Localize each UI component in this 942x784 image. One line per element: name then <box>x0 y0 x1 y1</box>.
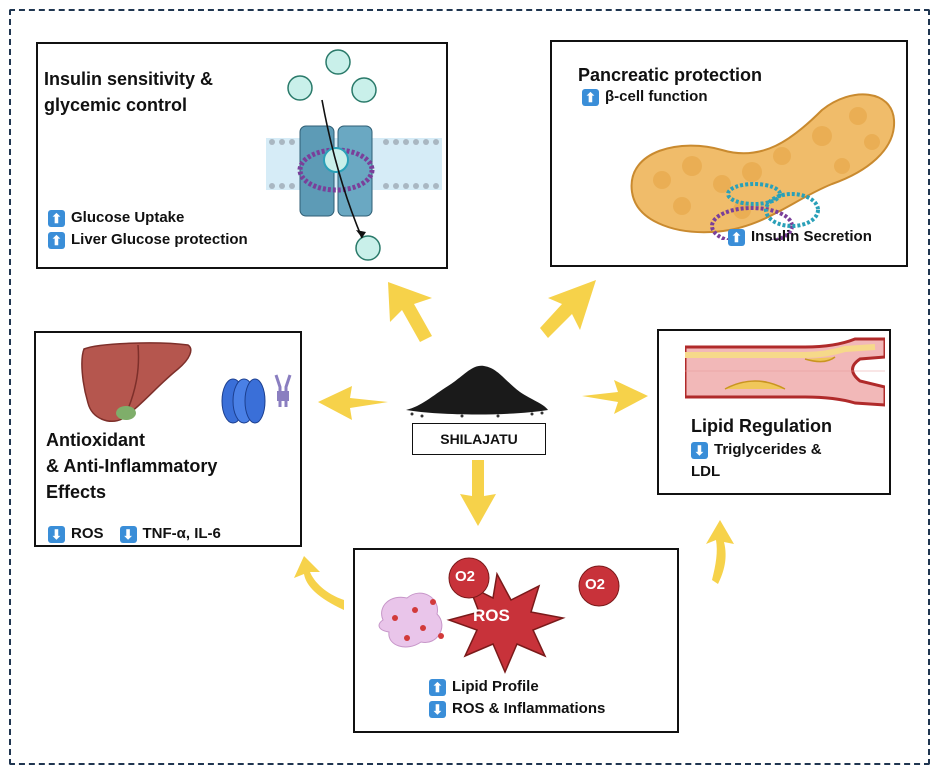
up-arrow-icon: ⬆ <box>429 678 446 696</box>
receptor-icon <box>274 374 292 407</box>
glucose-transporter-illustration <box>266 49 442 261</box>
lipid-regulation-box: Lipid Regulation ⬇ Triglycerides & LDL <box>657 329 891 495</box>
superoxide-icon <box>578 565 620 607</box>
o2-label-a: O2 <box>455 568 476 585</box>
lipid-item-label-line1: Triglycerides & <box>714 441 822 458</box>
pancreatic-title: Pancreatic protection <box>578 65 763 85</box>
up-arrow-icon: ⬆ <box>582 88 599 106</box>
antioxidant-item-cytokines-label: TNF-α, IL-6 <box>142 525 221 542</box>
arrow-to-insulin-icon <box>388 282 432 342</box>
pancreas-illustration <box>630 93 896 240</box>
pancreatic-item-1-label: β-cell function <box>605 88 708 105</box>
ros-illustration <box>378 557 620 674</box>
artery-plaque-illustration <box>685 337 885 407</box>
antioxidant-item-ros-label: ROS <box>71 525 104 542</box>
pancreatic-item-2-label: Insulin Secretion <box>751 228 872 245</box>
insulin-title-line2: glycemic control <box>44 95 188 115</box>
insulin-sensitivity-box: Insulin sensitivity & glycemic control ⬆… <box>36 42 448 269</box>
down-arrow-icon: ⬇ <box>691 441 708 459</box>
lipid-item: ⬇ Triglycerides & <box>691 439 822 461</box>
lipid-item-line2: LDL <box>691 463 721 480</box>
antioxidant-title-line1: Antioxidant <box>46 430 145 450</box>
pancreatic-item-1: ⬆ β-cell function <box>582 86 708 108</box>
arrow-ros-to-lipid-icon <box>706 520 734 584</box>
superoxide-icon <box>448 557 490 599</box>
pancreatic-protection-box: Pancreatic protection ⬆ β-cell function … <box>550 40 908 267</box>
insulin-item-2-label: Liver Glucose protection <box>71 231 248 248</box>
arrow-to-lipid-icon <box>582 380 648 414</box>
dashed-frame <box>9 9 930 765</box>
insulin-item-2: ⬆ Liver Glucose protection <box>48 229 248 251</box>
inflamed-cell-icon <box>378 592 444 648</box>
ros-item-1-label: Lipid Profile <box>452 678 539 695</box>
up-arrow-icon: ⬆ <box>728 228 745 246</box>
ros-item-1: ⬆ Lipid Profile <box>429 676 539 698</box>
insulin-title-line1: Insulin sensitivity & <box>44 69 214 89</box>
up-arrow-icon: ⬆ <box>48 231 65 249</box>
pancreatic-item-2: ⬆ Insulin Secretion <box>728 226 872 248</box>
arrow-to-antioxidant-icon <box>318 386 388 420</box>
antioxidant-title-line2: & Anti-Inflammatory <box>46 456 218 476</box>
shilajatu-powder-illustration <box>406 365 548 418</box>
antioxidant-box: Antioxidant & Anti-Inflammatory Effects … <box>34 331 302 547</box>
shilajatu-label: SHILAJATU <box>412 423 546 455</box>
up-arrow-icon: ⬆ <box>48 209 65 227</box>
lipid-title: Lipid Regulation <box>691 416 832 436</box>
protein-complex-icon <box>221 378 266 424</box>
insulin-item-1-label: Glucose Uptake <box>71 209 185 226</box>
down-arrow-icon: ⬇ <box>119 525 137 543</box>
down-arrow-icon: ⬇ <box>48 525 65 543</box>
antioxidant-title-line3: Effects <box>46 482 107 502</box>
ros-box: ROS O2 O2 ⬆ Lipid Profile ⬇ ROS & Inflam… <box>353 548 679 733</box>
ros-star-shape <box>446 571 566 674</box>
arrow-to-pancreatic-icon <box>540 280 596 338</box>
insulin-item-1: ⬆ Glucose Uptake <box>48 207 184 229</box>
antioxidant-items: ⬇ ROS ⬇ TNF-α, IL-6 <box>48 523 221 545</box>
arrow-ros-to-antioxidant-icon <box>294 556 344 610</box>
ros-item-2: ⬇ ROS & Inflammations <box>429 698 605 720</box>
liver-icon <box>81 342 192 423</box>
o2-label-b: O2 <box>585 576 606 593</box>
down-arrow-icon: ⬇ <box>429 700 446 718</box>
ros-badge-label: ROS <box>473 606 510 625</box>
ros-item-2-label: ROS & Inflammations <box>452 700 606 717</box>
arrow-to-ros-icon <box>460 460 496 526</box>
